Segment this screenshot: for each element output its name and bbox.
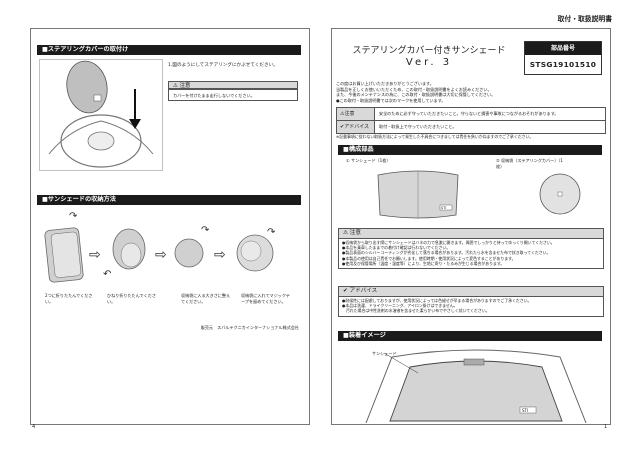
advice-section: ✔ アドバイス ●耐候性には配慮しておりますが、使用状況によっては色褪せが早まる… [338, 286, 604, 317]
section-image: ■装着イメージ [338, 331, 602, 341]
caution-section-header: ⚠ 注意 [339, 229, 603, 239]
caution-item-3: ●製品表面のシルバーコーティングが劣化して落ちる場合があります。汚れたら水を含ま… [342, 250, 551, 256]
part-number-label: 部品番号 [525, 42, 601, 55]
legend-advice-text: 取付・取扱上で守っていただきたいこと。 [379, 124, 457, 129]
installed-image-label: サンシェード [372, 351, 397, 356]
part-2-label: ② 収納袋（ステアリングカバー）（1枚） [496, 158, 563, 169]
svg-text:⇨: ⇨ [89, 247, 101, 263]
caution-header: ⚠ 注意 [168, 81, 298, 89]
advice-list: ●耐候性には配慮しておりますが、使用状況によっては色褪せが早まる場合がありますの… [339, 297, 603, 316]
legend-caution-label: ⚠注意 [337, 108, 375, 120]
advice-section-label: アドバイス [349, 288, 378, 294]
caution-item-2: ●本品を乗車したままでの着付け確認は行わないでください。 [342, 245, 451, 251]
advice-item-2: ●本品は洗濯、ドライクリーニング、アイロン掛けはできません。 [342, 303, 458, 309]
caution-item-5: ●使用及び保管場所（温度・湿度等）により、生地に寄り・たるみが生じる場合がありま… [342, 260, 505, 266]
part-number-box: 部品番号 STSG19101510 [524, 41, 602, 75]
storage-step-3: 収納袋に入る大きさに整えてください。 [181, 293, 231, 304]
advice-item-3: 汚れた場合は中性洗剤の水溶液を含ませた柔らかい布でやさしく拭いてください。 [342, 308, 490, 314]
warning-icon: ⚠ [173, 83, 178, 89]
caution-section-label: 注意 [349, 230, 361, 236]
sunshade-image: STI [376, 169, 460, 221]
install-step-text: 1.図のようにしてステアリングにかぶせてください。 [168, 63, 278, 68]
installed-image: STI [362, 347, 590, 424]
advice-section-header: ✔ アドバイス [339, 287, 603, 297]
product-version: Ver. 3 [405, 57, 453, 68]
svg-text:⇨: ⇨ [214, 247, 226, 263]
advice-item-1: ●耐候性には配慮しておりますが、使用状況によっては色褪せが早まる場合がありますの… [342, 298, 532, 303]
install-illustration [39, 59, 163, 171]
svg-text:↷: ↷ [201, 225, 210, 236]
intro-line-2: 当製品を正しくお使いいただくため、この取付・取扱説明書をよくお読みください。 [336, 86, 492, 92]
svg-text:⇨: ⇨ [155, 247, 167, 263]
section-install: ■ステアリングカバーの取付け [37, 45, 301, 55]
right-page: ステアリングカバー付きサンシェード Ver. 3 部品番号 STSG191015… [331, 28, 611, 425]
svg-text:STI: STI [522, 408, 528, 413]
storage-illustration: ↷ ⇨ ↶ ⇨ ↷ ⇨ ↷ [39, 211, 301, 291]
caution-text: カバーを付けたまま走行しないでください。 [173, 93, 255, 98]
intro-line-1: この度はお買い上げいただきありがとうございます。 [336, 81, 434, 86]
part-1-label: ① サンシェード（1枚） [346, 158, 391, 163]
check-icon: ✔ [340, 124, 345, 130]
check-icon: ✔ [343, 288, 348, 294]
storage-step-2: ひねり折りたたんでください。 [107, 293, 156, 304]
caution-list: ●収納袋から取り出す際にサンシェードはバネの力で急激に開きます。周囲でしっかりと… [339, 239, 603, 268]
svg-text:↷: ↷ [267, 227, 276, 238]
caution-item-1: ●収納袋から取り出す際にサンシェードはバネの力で急激に開きます。周囲でしっかりと… [342, 240, 555, 245]
svg-text:STI: STI [441, 206, 446, 210]
svg-text:↷: ↷ [69, 211, 78, 222]
left-page: ■ステアリングカバーの取付け 1.図のようにしてステアリングにかぶせてください。… [30, 28, 310, 425]
product-title: ステアリングカバー付きサンシェード [352, 46, 506, 56]
warning-icon: ⚠ [340, 111, 345, 117]
caution-section: ⚠ 注意 ●収納袋から取り出す際にサンシェードはバネの力で急激に開きます。周囲で… [338, 228, 604, 270]
storage-step-4: 収納袋に入れてマジックテープを留めてください。 [241, 293, 291, 304]
left-page-number: 4 [32, 424, 36, 430]
distributor-text: 販売元 スバルテクニカインターナショナル株式会社 [200, 325, 299, 330]
warning-icon: ⚠ [343, 230, 349, 236]
legend-row-advice: ✔アドバイス 取付・取扱上で守っていただきたいこと。 [337, 121, 605, 133]
intro-text: この度はお買い上げいただきありがとうございます。 当製品を正しくお使いいただくた… [336, 81, 604, 103]
caution-label: 注意 [179, 83, 191, 89]
storage-step-1: 2つに折りたたんでください。 [45, 293, 93, 304]
section-storage: ■サンシェードの収納方法 [37, 195, 301, 205]
storage-bag-image [538, 172, 582, 216]
intro-line-4: ●この取付・取扱説明書では次のマークを使用しています。 [336, 97, 446, 103]
legend-row-caution: ⚠注意 安全のために必ず守っていただきたいこと。守らないと損害や事故につながるお… [337, 108, 605, 121]
right-page-number: 1 [604, 424, 608, 430]
legend-note: ※記載事項に従わない取扱方法によって発生した不具合につきましては責任を負いかねま… [336, 134, 534, 139]
legend-caution-text: 安全のために必ず守っていただきたいこと。守らないと損害や事故につながるおそれがあ… [379, 111, 559, 116]
legend-advice-label: ✔アドバイス [337, 121, 375, 133]
intro-line-3: また、今後のメンテナンスの為に、この取付・取扱説明書は大切に保管してください。 [336, 92, 496, 98]
product-title-block: ステアリングカバー付きサンシェード Ver. 3 [340, 45, 518, 69]
legend-table: ⚠注意 安全のために必ず守っていただきたいこと。守らないと損害や事故につながるお… [336, 107, 606, 134]
document-title: 取付・取扱説明書 [557, 15, 612, 23]
part-number: STSG19101510 [529, 60, 597, 69]
svg-text:↶: ↶ [103, 269, 111, 280]
caution-body: カバーを付けたまま走行しないでください。 [168, 89, 298, 101]
caution-item-4: ●本製品の使用は自己責任でお願いします。使用時期・使用状況によって変色することが… [342, 255, 516, 261]
section-parts: ■構成部品 [338, 145, 602, 155]
